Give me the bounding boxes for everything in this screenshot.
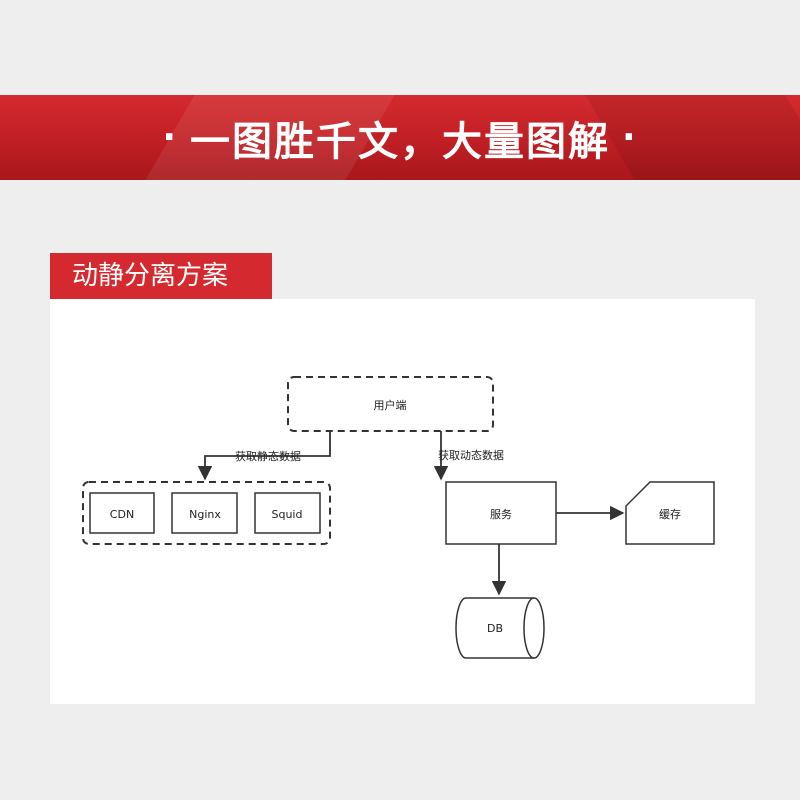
banner-dot-right: · [622,117,638,158]
db-node [455,597,545,659]
client-label: 用户端 [374,398,407,412]
cache-node [625,481,715,545]
header-banner: · 一图胜千文，大量图解 · [0,95,800,180]
nginx-node [171,492,238,534]
client-node [287,376,494,432]
squid-node [254,492,321,534]
nginx-label: Nginx [189,508,221,521]
diagram-panel: 用户端 获取静态数据 获取动态数据 CDN Nginx Squid 服务 缓存 … [50,299,755,704]
static-edge-label: 获取静态数据 [235,449,301,463]
cache-label: 缓存 [659,507,681,521]
cdn-node [89,492,155,534]
banner-dot-left: · [162,117,178,158]
section-title: 动静分离方案 [50,253,272,299]
service-label: 服务 [490,508,512,521]
dynamic-edge-label: 获取动态数据 [438,448,504,462]
static-edge [197,431,331,481]
db-label: DB [487,622,503,635]
squid-label: Squid [272,508,303,521]
cdn-label: CDN [110,508,134,521]
banner-title-text: 一图胜千文，大量图解 [190,118,610,165]
architecture-diagram: 用户端 获取静态数据 获取动态数据 CDN Nginx Squid 服务 缓存 … [82,376,715,659]
banner-title: · 一图胜千文，大量图解 · [0,95,800,180]
